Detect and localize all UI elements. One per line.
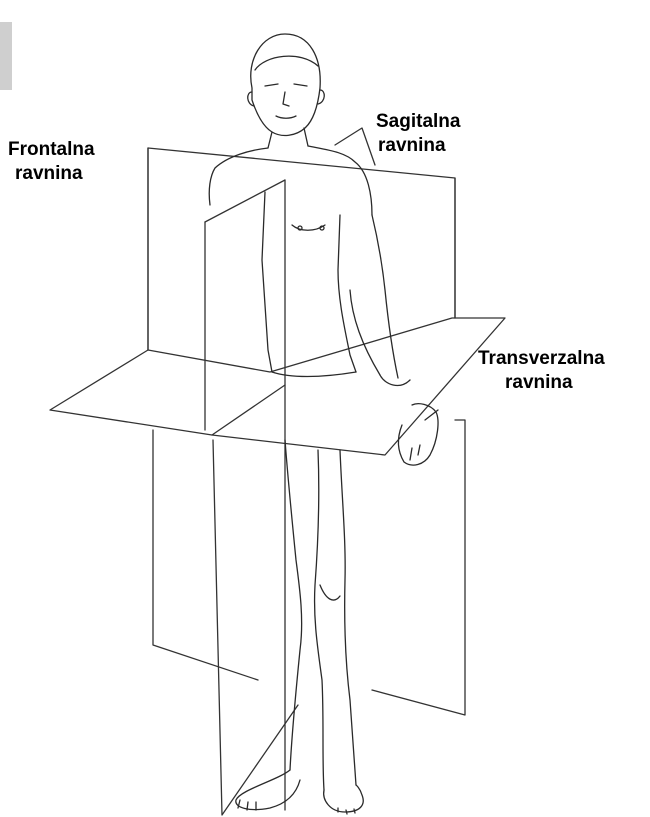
sagittal-plane <box>205 128 375 815</box>
head <box>251 34 320 135</box>
sagittal-plane-label-line1: Sagitalna <box>376 110 460 134</box>
frontal-plane <box>148 148 465 715</box>
transverse-plane-label: Transverzalna ravnina <box>478 347 605 395</box>
transverse-plane-label-line2: ravnina <box>478 371 605 395</box>
transverse-plane-label-line1: Transverzalna <box>478 347 605 371</box>
frontal-plane-label-line1: Frontalna <box>8 138 95 162</box>
frontal-plane-label-line2: ravnina <box>8 162 95 186</box>
frontal-plane-label: Frontalna ravnina <box>8 138 95 186</box>
sagittal-plane-label-line2: ravnina <box>376 134 460 158</box>
sagittal-plane-label: Sagitalna ravnina <box>376 110 460 158</box>
